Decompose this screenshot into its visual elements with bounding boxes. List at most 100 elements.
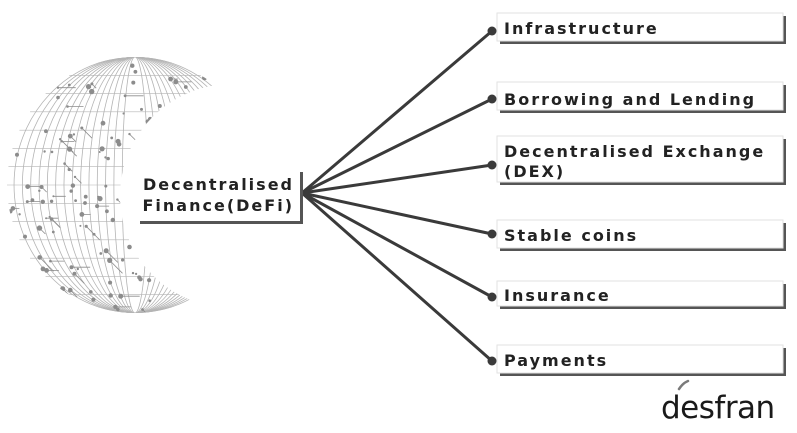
sphere-node xyxy=(99,252,103,255)
sphere-node xyxy=(67,133,73,139)
sphere-node xyxy=(51,230,55,234)
sphere-node xyxy=(72,133,76,136)
sphere-circuit-segment xyxy=(105,250,119,263)
sphere-node xyxy=(72,271,77,276)
sphere-node xyxy=(168,76,174,82)
sphere-node xyxy=(110,217,116,223)
sphere-node xyxy=(128,132,131,136)
sphere-node xyxy=(10,206,16,211)
sphere-node xyxy=(67,167,71,172)
sphere-node xyxy=(18,213,21,216)
branch-box xyxy=(496,12,784,42)
sphere-circuit-segment xyxy=(51,218,61,229)
sphere-circuit-segment xyxy=(39,257,54,272)
sphere-node xyxy=(83,194,88,199)
sphere-node xyxy=(97,196,103,202)
sphere-node xyxy=(127,244,132,250)
sphere-node xyxy=(121,258,125,262)
sphere-node xyxy=(36,225,43,231)
branch-label-borrowing-lending: Borrowing and Lending xyxy=(504,90,756,109)
sphere-circuit-segment xyxy=(64,163,73,172)
sphere-node xyxy=(108,280,113,285)
sphere-node xyxy=(105,209,109,214)
sphere-node xyxy=(131,271,135,275)
sphere-node xyxy=(106,156,110,161)
sphere-node xyxy=(69,189,73,193)
sphere-node xyxy=(122,112,125,115)
dot-payments xyxy=(487,356,497,366)
center-label-line2: Finance(DeFi) xyxy=(143,196,295,215)
sphere-node xyxy=(56,95,60,100)
connector-lines xyxy=(300,29,494,363)
sphere-node xyxy=(49,217,54,221)
sphere-node xyxy=(63,162,66,165)
sphere-node xyxy=(74,199,77,203)
logo-swoosh-icon xyxy=(677,379,690,391)
sphere-node xyxy=(138,277,143,282)
sphere-circuit-segment xyxy=(142,309,154,313)
connector-dex xyxy=(300,163,494,195)
sphere-node xyxy=(116,307,120,312)
sphere-node xyxy=(133,69,138,74)
center-label-line1: Decentralised xyxy=(143,175,294,194)
sphere-node xyxy=(140,107,143,111)
sphere-node xyxy=(95,204,100,209)
sphere-node xyxy=(45,217,48,220)
sphere-node xyxy=(147,278,152,283)
branch-box xyxy=(496,81,784,111)
sphere-node xyxy=(131,80,136,85)
branch-borrowing-lending: Borrowing and Lending xyxy=(496,81,786,113)
connector-stable-coins xyxy=(300,191,494,236)
sphere-node xyxy=(79,224,82,227)
sphere-node xyxy=(183,85,188,89)
connector-infrastructure xyxy=(300,29,494,195)
sphere-node xyxy=(92,232,96,236)
connector-borrowing-lending xyxy=(300,97,494,195)
sphere-node xyxy=(98,151,101,153)
sphere-node xyxy=(67,83,71,87)
sphere-node xyxy=(113,304,118,309)
sphere-node xyxy=(130,63,135,68)
sphere-circuit-segment xyxy=(109,260,123,274)
sphere-node xyxy=(37,255,42,260)
sphere-node xyxy=(68,287,73,293)
sphere-node xyxy=(66,105,69,108)
sphere-node xyxy=(89,88,95,95)
sphere-node xyxy=(91,297,96,302)
sphere-node xyxy=(83,201,87,205)
branch-label-dex-line2: (DEX) xyxy=(504,162,565,181)
sphere-node xyxy=(89,290,93,294)
branch-payments: Payments xyxy=(496,344,786,376)
desfran-logo: desfran xyxy=(661,379,775,426)
sphere-node xyxy=(56,86,60,89)
sphere-node xyxy=(49,199,54,203)
sphere-node xyxy=(60,286,66,292)
dot-borrowing-lending xyxy=(487,94,497,104)
connector-payments xyxy=(300,191,494,363)
sphere-node xyxy=(25,184,31,190)
branch-boxes: Infrastructure Borrowing and Lending Dec… xyxy=(496,12,786,376)
connector-insurance xyxy=(300,191,494,299)
center-box xyxy=(137,169,300,221)
sphere-circuit-segment xyxy=(85,226,101,241)
sphere-node xyxy=(141,308,144,311)
sphere-node xyxy=(116,142,122,147)
sphere-node xyxy=(50,150,54,154)
sphere-node xyxy=(99,146,105,152)
branch-box xyxy=(496,219,784,249)
branch-box xyxy=(496,344,784,374)
center-node: Decentralised Finance(DeFi) xyxy=(137,169,303,224)
branch-label-dex: Decentralised Exchange xyxy=(504,142,765,161)
sphere-node xyxy=(104,184,108,188)
sphere-node xyxy=(100,120,106,126)
branch-insurance: Insurance xyxy=(496,280,786,309)
sphere-node xyxy=(44,268,49,273)
branch-box xyxy=(496,280,784,307)
sphere-node xyxy=(25,200,29,204)
sphere-node xyxy=(49,259,52,263)
sphere-node xyxy=(108,293,113,298)
sphere-node xyxy=(38,189,41,192)
sphere-node xyxy=(48,215,51,218)
sphere-circuit-segment xyxy=(81,127,93,139)
